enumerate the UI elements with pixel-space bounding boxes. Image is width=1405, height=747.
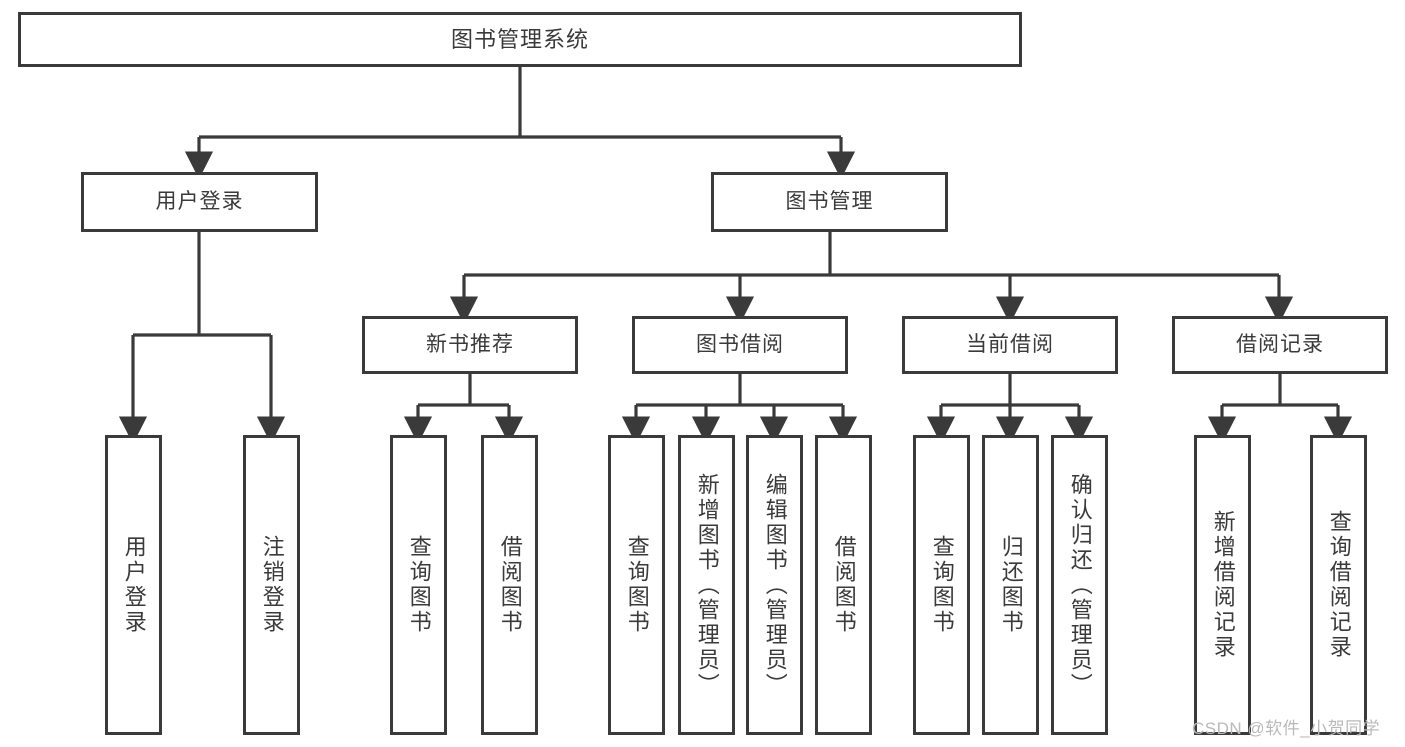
leaf-borrow-book-2[interactable]: 借阅图书 — [815, 435, 872, 735]
leaf-logout-login-label: 注销登录 — [259, 535, 285, 635]
node-borrow-record-label: 借阅记录 — [1236, 332, 1324, 356]
node-current-borrow[interactable]: 当前借阅 — [902, 316, 1118, 374]
leaf-add-book[interactable]: 新增图书（管理员） — [678, 435, 735, 735]
leaf-return-book-label: 归还图书 — [998, 535, 1024, 635]
leaf-query-book-3-label: 查询图书 — [929, 535, 955, 635]
node-user-login[interactable]: 用户登录 — [81, 172, 318, 232]
node-new-book-recommend[interactable]: 新书推荐 — [362, 316, 578, 374]
leaf-confirm-return-label: 确认归还（管理员） — [1067, 472, 1093, 698]
leaf-borrow-book-2-label: 借阅图书 — [831, 535, 857, 635]
node-user-login-label: 用户登录 — [155, 189, 244, 213]
node-root-label: 图书管理系统 — [450, 26, 589, 52]
watermark: CSDN @软件_小贺同学 — [1192, 719, 1381, 738]
leaf-query-book-3[interactable]: 查询图书 — [913, 435, 970, 735]
node-book-borrow-label: 图书借阅 — [696, 332, 784, 356]
leaf-query-record[interactable]: 查询借阅记录 — [1310, 435, 1367, 735]
node-root[interactable]: 图书管理系统 — [18, 12, 1022, 67]
node-book-borrow[interactable]: 图书借阅 — [632, 316, 848, 374]
node-new-book-recommend-label: 新书推荐 — [426, 332, 514, 356]
leaf-logout-login[interactable]: 注销登录 — [243, 435, 300, 735]
node-current-borrow-label: 当前借阅 — [966, 332, 1054, 356]
node-book-management-label: 图书管理 — [785, 189, 874, 213]
leaf-borrow-book-1-label: 借阅图书 — [497, 535, 523, 635]
leaf-confirm-return[interactable]: 确认归还（管理员） — [1051, 435, 1108, 735]
leaf-query-book-2-label: 查询图书 — [624, 535, 650, 635]
leaf-user-login-label: 用户登录 — [121, 535, 147, 635]
node-book-management[interactable]: 图书管理 — [711, 172, 948, 232]
leaf-borrow-book-1[interactable]: 借阅图书 — [481, 435, 538, 735]
leaf-add-record[interactable]: 新增借阅记录 — [1194, 435, 1251, 735]
leaf-query-record-label: 查询借阅记录 — [1326, 510, 1352, 660]
leaf-user-login[interactable]: 用户登录 — [105, 435, 162, 735]
leaf-edit-book[interactable]: 编辑图书（管理员） — [746, 435, 803, 735]
leaf-query-book-2[interactable]: 查询图书 — [608, 435, 665, 735]
node-borrow-record[interactable]: 借阅记录 — [1172, 316, 1388, 374]
leaf-query-book-1[interactable]: 查询图书 — [390, 435, 447, 735]
leaf-add-book-label: 新增图书（管理员） — [694, 472, 720, 698]
leaf-add-record-label: 新增借阅记录 — [1210, 510, 1236, 660]
leaf-edit-book-label: 编辑图书（管理员） — [762, 472, 788, 698]
leaf-query-book-1-label: 查询图书 — [406, 535, 432, 635]
leaf-return-book[interactable]: 归还图书 — [982, 435, 1039, 735]
